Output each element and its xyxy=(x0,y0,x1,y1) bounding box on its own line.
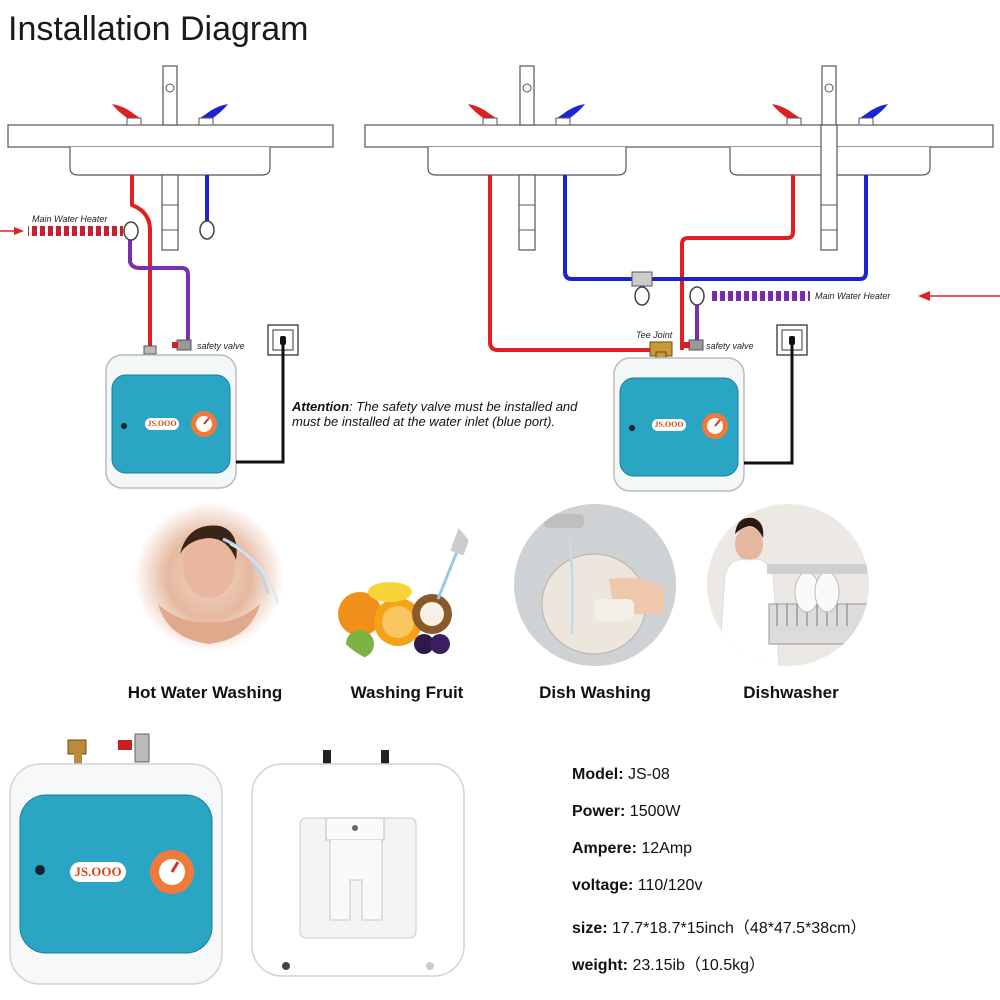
valve-icon xyxy=(689,286,705,306)
hot-pipe-right-a xyxy=(488,175,655,352)
cold-pipe-right xyxy=(563,175,868,281)
main-water-heater-label-right: Main Water Heater xyxy=(815,291,891,301)
heater-logo-right: JS.OOO xyxy=(654,420,684,429)
spec-voltage: voltage: 110/120v xyxy=(572,877,703,894)
washing-fruit-image xyxy=(320,504,482,666)
product-back-image xyxy=(251,750,465,977)
main-water-heater-label-left: Main Water Heater xyxy=(32,214,108,224)
dishwasher-image xyxy=(707,504,869,666)
arrow-icon xyxy=(14,227,24,235)
page-title: Installation Diagram xyxy=(8,10,309,48)
hot-pipe-left xyxy=(130,175,152,352)
product-logo: JS.OOO xyxy=(74,864,122,879)
installation-diagram xyxy=(0,65,1000,492)
product-front-image xyxy=(9,733,223,985)
tee-joint xyxy=(649,341,673,363)
water-heater-left xyxy=(105,354,237,489)
hot-outlet-left xyxy=(143,345,157,355)
spec-ampere: Ampere: 12Amp xyxy=(572,840,693,857)
tee-joint-label: Tee Joint xyxy=(636,330,673,340)
heater-logo-left: JS.OOO xyxy=(147,419,177,428)
valve-icon xyxy=(199,220,215,240)
right-double-sink xyxy=(364,65,994,251)
hot-handle-icon xyxy=(468,104,802,126)
mixed-pipe-left xyxy=(128,238,190,345)
cold-handle-icon xyxy=(555,104,888,126)
spec-power: Power: 1500W xyxy=(572,803,681,820)
valve-icon xyxy=(634,286,650,306)
usage-label-hot-water-washing: Hot Water Washing xyxy=(127,683,283,702)
hot-pipe-right-b xyxy=(680,175,795,350)
valve-icon xyxy=(123,221,139,241)
attention-text: : The safety valve must be installed and… xyxy=(292,399,578,429)
cold-tee xyxy=(631,271,653,287)
power-cord-right xyxy=(744,345,794,465)
attention-head: Attention xyxy=(292,399,350,414)
power-cord-left xyxy=(236,345,285,464)
safety-valve-label-right: safety valve xyxy=(706,341,754,351)
arrow-icon xyxy=(918,291,930,301)
usage-label-dish-washing: Dish Washing xyxy=(539,683,651,702)
main-water-heater-line-right xyxy=(710,291,810,301)
spec-size: size: 17.7*18.7*15inch（48*47.5*38cm） xyxy=(572,920,867,937)
safety-valve-right xyxy=(684,339,704,351)
dish-washing-image xyxy=(514,504,676,666)
spec-model: Model: JS-08 xyxy=(572,766,670,783)
usage-label-dishwasher: Dishwasher xyxy=(743,683,839,702)
hot-water-washing-image xyxy=(128,504,290,666)
main-water-heater-line-left xyxy=(28,226,123,236)
water-heater-right xyxy=(613,357,745,492)
cold-handle-icon xyxy=(198,104,228,126)
usage-label-washing-fruit: Washing Fruit xyxy=(350,683,464,702)
safety-valve-left xyxy=(172,339,192,351)
left-sink xyxy=(7,65,334,251)
hot-handle-icon xyxy=(112,104,142,126)
safety-valve-label-left: safety valve xyxy=(197,341,245,351)
attention-note: Attention: The safety valve must be inst… xyxy=(292,399,602,429)
spec-weight: weight: 23.15ib（10.5kg） xyxy=(572,957,765,974)
